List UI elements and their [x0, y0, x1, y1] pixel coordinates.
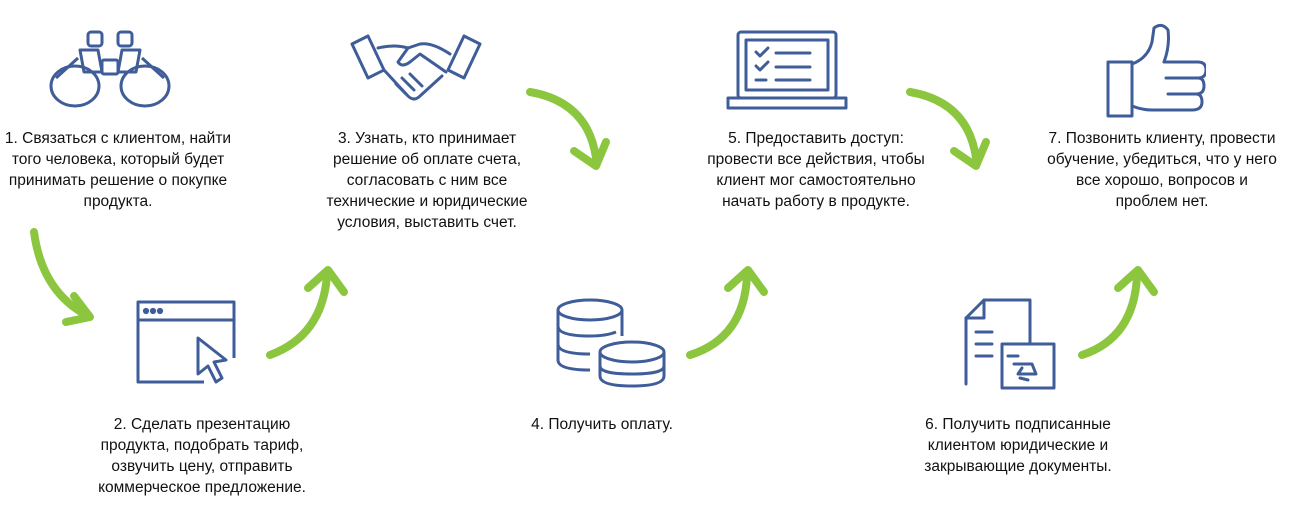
binoculars-icon	[48, 28, 172, 110]
step-3-text: 3. Узнать, кто принимает решение об опла…	[326, 130, 528, 231]
step-4-text: 4. Получить оплату.	[531, 416, 673, 433]
laptop-checklist-icon	[726, 28, 848, 112]
arrow-1-to-2	[30, 228, 94, 326]
arrow-5-to-6	[906, 88, 990, 170]
arrow-3-to-4	[526, 88, 610, 170]
thumbs-up-icon	[1104, 22, 1206, 118]
browser-cursor-icon	[134, 298, 240, 390]
arrow-4-to-5	[686, 266, 768, 359]
step-1-text: 1. Связаться с клиентом, найти того чело…	[4, 130, 232, 210]
step-2-text: 2. Сделать презентацию продукта, подобра…	[98, 416, 306, 496]
documents-icon	[962, 298, 1058, 392]
handshake-icon	[350, 34, 482, 116]
arrow-2-to-3	[266, 266, 348, 359]
step-5-text: 5. Предоставить доступ: провести все дей…	[707, 130, 925, 210]
coins-icon	[554, 296, 668, 388]
arrow-6-to-7	[1078, 266, 1158, 359]
step-6-text: 6. Получить подписанные клиентом юридиче…	[924, 416, 1112, 475]
step-7-text: 7. Позвонить клиенту, провести обучение,…	[1047, 130, 1277, 210]
